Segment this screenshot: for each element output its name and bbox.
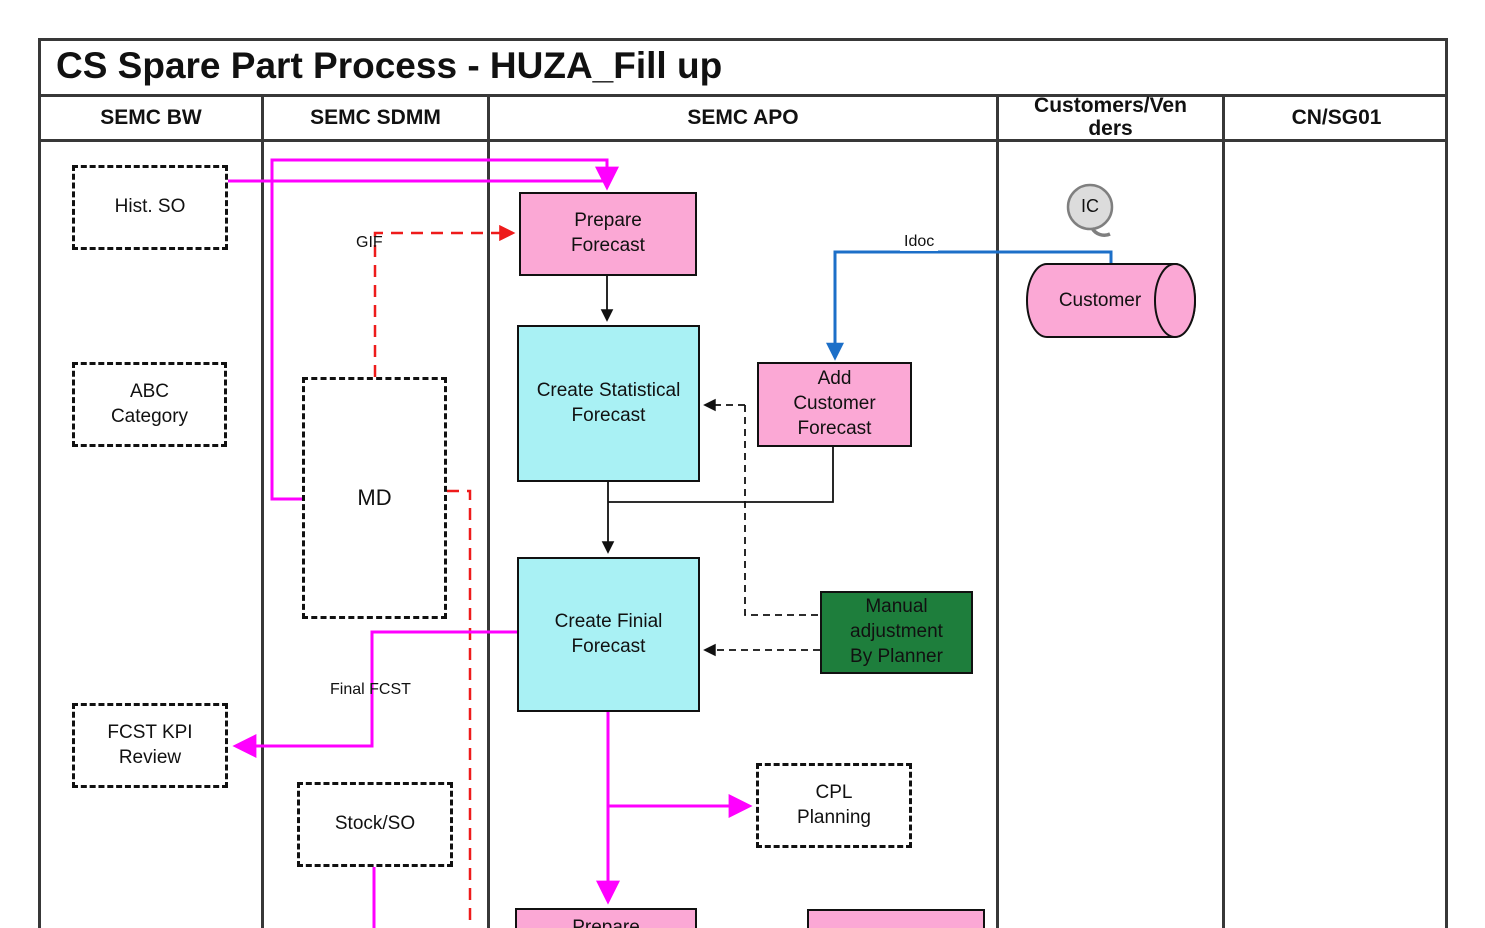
diagram-frame <box>38 38 1448 928</box>
edge-md-gif-to-prepare <box>373 224 516 377</box>
edge-customer-idoc-to-addcustomer <box>826 250 1113 361</box>
node-hist-so: Hist. SO <box>72 165 228 250</box>
node-create-finial-forecast: Create Finial Forecast <box>517 557 700 712</box>
lane-header-customers-venders: Customers/Venders <box>1034 93 1187 140</box>
node-md: MD <box>302 377 447 619</box>
edge-md-to-prepare <box>270 158 619 501</box>
node-cpl-planning: CPL Planning <box>756 763 912 848</box>
diagram-title-row: CS Spare Part Process - HUZA_Fill up <box>38 38 1448 94</box>
header-row-divider <box>38 139 1448 142</box>
node-prepare-forecast: Prepare Forecast <box>519 192 697 276</box>
node-create-statistical-forecast: Create Statistical Forecast <box>517 325 700 482</box>
ic-bubble-tail-icon <box>1090 227 1111 237</box>
customer-cylinder-label: Customer <box>1058 289 1142 311</box>
title-row-divider <box>38 94 1448 97</box>
edge-label-idoc: Idoc <box>900 233 939 251</box>
ic-bubble-icon <box>1066 183 1114 231</box>
node-pink-bottom-right <box>807 909 985 928</box>
edge-addcustomer-join <box>608 447 834 503</box>
edge-dashed-manual-branch <box>744 405 820 616</box>
edge-finial-to-fcstkpi <box>232 630 517 758</box>
node-abc-category: ABC Category <box>72 362 227 447</box>
lane-divider-3 <box>996 97 999 928</box>
node-prepare-bottom: Prepare <box>515 908 697 928</box>
edge-md-right-down <box>447 489 472 928</box>
edge-label-gif: GIF <box>356 234 383 251</box>
node-manual-adjustment: Manual adjustment By Planner <box>820 591 973 674</box>
customer-cylinder-rim <box>1154 263 1196 338</box>
ic-bubble-label: IC <box>1081 196 1099 217</box>
node-add-customer-forecast: Add Customer Forecast <box>757 362 912 447</box>
lane-header-semc-sdmm: SEMC SDMM <box>310 106 441 129</box>
lane-header-cn-sg01: CN/SG01 <box>1291 106 1382 129</box>
lane-header-semc-bw: SEMC BW <box>100 106 202 129</box>
page-title: CS Spare Part Process - HUZA_Fill up <box>56 45 723 86</box>
lane-divider-2 <box>487 97 490 928</box>
node-stock-so: Stock/SO <box>297 782 453 867</box>
lane-header-semc-apo: SEMC APO <box>687 106 799 129</box>
node-fcst-kpi-review: FCST KPI Review <box>72 703 228 788</box>
lane-divider-4 <box>1222 97 1225 928</box>
edge-label-final-fcst: Final FCST <box>330 681 411 698</box>
lane-divider-1 <box>261 97 264 928</box>
